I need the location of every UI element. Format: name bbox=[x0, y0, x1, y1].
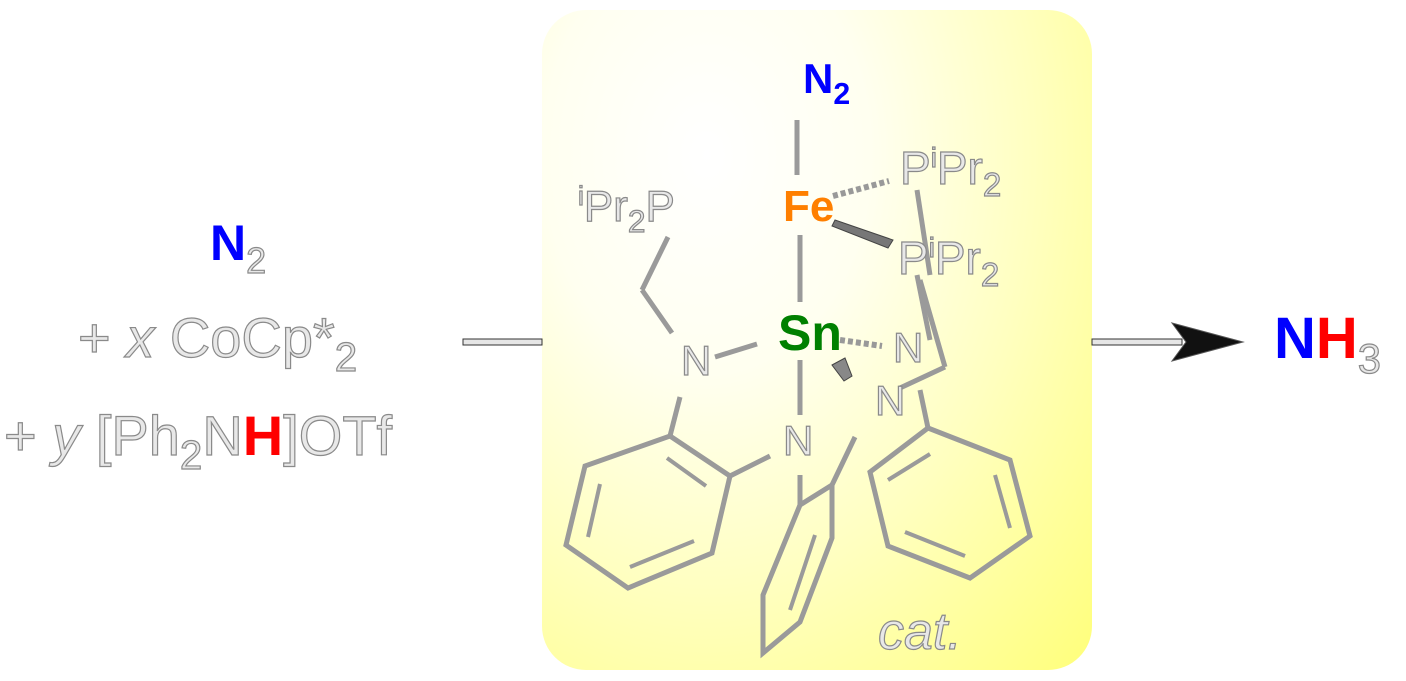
amide-n-center: N bbox=[782, 417, 814, 464]
n2-ligand-subscript: 2 bbox=[833, 77, 851, 111]
product-n: N bbox=[1274, 306, 1316, 371]
p-atom: P bbox=[899, 142, 931, 194]
amide-n-left: N bbox=[680, 337, 712, 384]
product-h: H bbox=[1315, 306, 1358, 371]
catalyst-label: cat. bbox=[877, 603, 962, 661]
close-bracket: ] bbox=[283, 404, 300, 467]
arrow-head-icon bbox=[1170, 322, 1245, 362]
arrow-shaft-left bbox=[462, 338, 543, 346]
fe-p-dashed-bond bbox=[832, 178, 890, 199]
iso-prefix: i bbox=[928, 232, 935, 264]
pr-subscript: 2 bbox=[627, 203, 646, 240]
fe-p-wedge-bond bbox=[831, 219, 894, 249]
pr-subscript: 2 bbox=[980, 256, 1000, 294]
phosphine-lower-right: PiPr2 bbox=[897, 232, 999, 293]
acidic-proton: H bbox=[242, 404, 284, 467]
ph-subscript: 2 bbox=[179, 432, 203, 479]
arrow-shaft-right bbox=[1091, 338, 1183, 346]
molecule-bonds bbox=[563, 120, 1033, 659]
sn-n-dashed-bond bbox=[839, 337, 883, 349]
reactant-reductant: + x CoCp*2 bbox=[77, 309, 357, 378]
coeff-x: x bbox=[126, 306, 155, 369]
catalyst-n2-ligand: N2 bbox=[803, 55, 850, 110]
phosphine-upper-right: PiPr2 bbox=[899, 142, 1001, 203]
open-bracket: [ bbox=[95, 404, 112, 467]
phosphine-left: iPr2P bbox=[577, 182, 676, 237]
plus-sign: + bbox=[77, 306, 111, 369]
n2-ligand-symbol: N bbox=[803, 55, 834, 102]
product-nh3: NH3 bbox=[1274, 310, 1382, 380]
p-atom: P bbox=[897, 232, 929, 284]
iso-prefix: i bbox=[930, 142, 937, 174]
pr-label: Pr bbox=[936, 142, 983, 194]
iso-prefix: i bbox=[577, 181, 584, 212]
ph-formula: Ph bbox=[111, 404, 181, 467]
sn-n-wedge-bond bbox=[831, 357, 853, 382]
coeff-y: y bbox=[52, 404, 81, 467]
product-subscript: 3 bbox=[1357, 334, 1382, 382]
cocp-subscript: 2 bbox=[334, 334, 358, 381]
plus-sign: + bbox=[3, 404, 37, 467]
counterion: OTf bbox=[298, 404, 393, 467]
cocp-formula: CoCp* bbox=[169, 306, 335, 369]
catalyst-highlight-box bbox=[542, 10, 1092, 670]
amide-n-right-upper: N bbox=[892, 324, 924, 371]
reactant-acid: + y [Ph2NH]OTf bbox=[3, 407, 392, 476]
amide-n-right-lower: N bbox=[874, 377, 906, 424]
p-atom: P bbox=[645, 182, 676, 231]
n2-subscript: 2 bbox=[246, 239, 267, 281]
n-atom: N bbox=[202, 404, 244, 467]
n2-symbol: N bbox=[210, 215, 247, 271]
sn-atom: Sn bbox=[778, 305, 842, 361]
pr-subscript: 2 bbox=[982, 166, 1002, 204]
reactant-n2: N2 bbox=[210, 215, 267, 279]
pr-label: Pr bbox=[583, 182, 628, 231]
pr-label: Pr bbox=[934, 232, 981, 284]
fe-atom: Fe bbox=[783, 182, 835, 231]
